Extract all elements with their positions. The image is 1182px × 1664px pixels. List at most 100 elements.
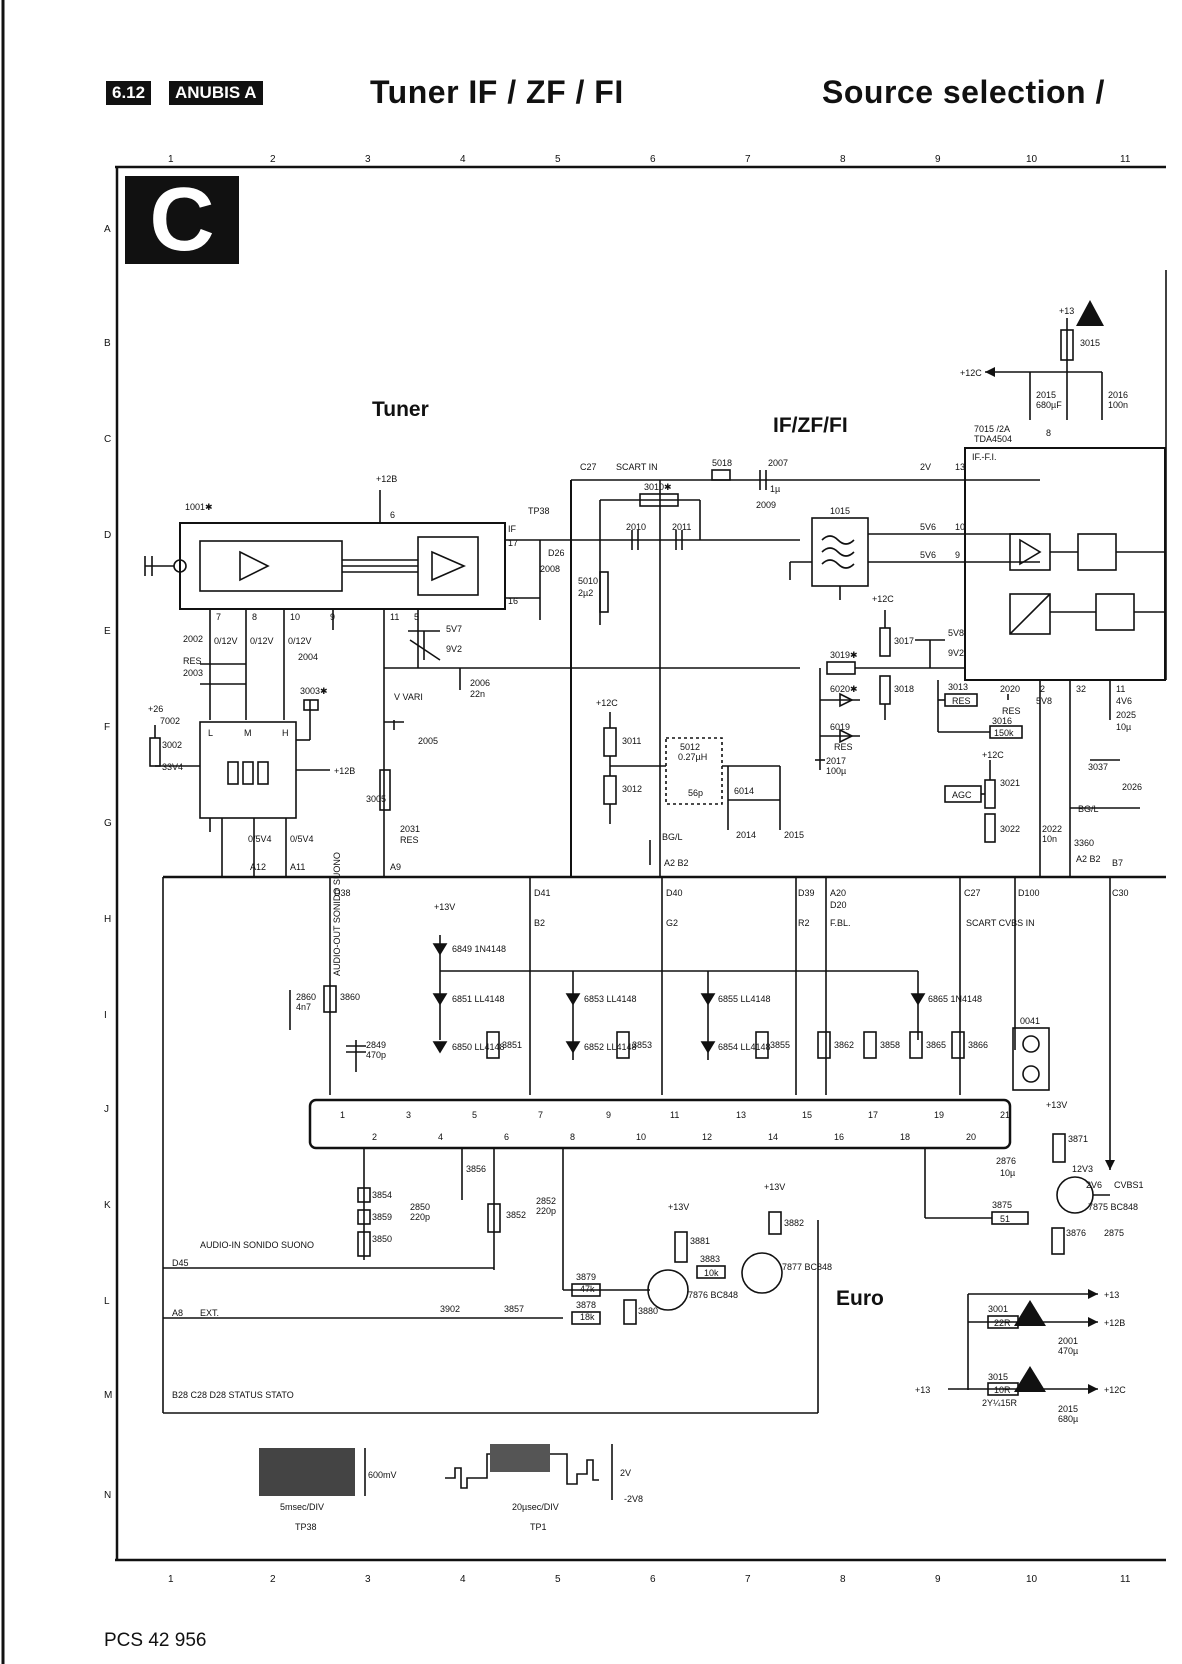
tuner-supply-label: +12B (376, 474, 397, 484)
bus-net-label: A20 (830, 888, 846, 898)
resistor-value: 47k (580, 1284, 595, 1294)
diode-label: 6020✱ (830, 684, 858, 694)
net-label: D45 (172, 1258, 189, 1268)
resistor-label: 3854 (372, 1190, 392, 1200)
supply-label: +13 (915, 1385, 930, 1395)
voltage-label: 5V6 (920, 550, 936, 560)
voltage-label: 0/5V4 (248, 834, 272, 844)
capacitor-label: 2016 (1108, 390, 1128, 400)
resistor-label: 3855 (770, 1040, 790, 1050)
resistor-label: 3011 (622, 736, 641, 746)
scart-pin-label: 15 (802, 1110, 812, 1120)
page-title-continued: Source selection / (822, 74, 1105, 110)
diode-label: 6853 LL4148 (584, 994, 637, 1004)
grid-col-label: 1 (168, 1574, 174, 1585)
transistor-label: 7875 BC848 (1088, 1202, 1138, 1212)
res-label: RES (183, 656, 202, 666)
capacitor-label: 2025 (1116, 710, 1136, 720)
capacitor-label: 2015 (1036, 390, 1056, 400)
grid-col-label: 8 (840, 1574, 846, 1585)
resistor-label: 3871 (1068, 1134, 1088, 1144)
connector-label: A2 B2 (664, 858, 689, 868)
capacitor-value: 470µ (1058, 1346, 1078, 1356)
capacitor-label: 2008 (540, 564, 560, 574)
scart-pin-label: 10 (636, 1132, 646, 1142)
voltage-label: 9V2 (948, 648, 964, 658)
pin-label: 6 (390, 510, 395, 520)
resistor-label: 3015 (988, 1372, 1008, 1382)
pin-label: 10 (955, 522, 965, 532)
pin-label: 17 (508, 538, 518, 548)
inductor-value: 0.27µH (678, 752, 707, 762)
bus-net-label: C30 (1112, 888, 1129, 898)
transistor-label: 7876 BC848 (688, 1290, 738, 1300)
bus-net-label: D40 (666, 888, 683, 898)
grid-col-label: 9 (935, 1574, 941, 1585)
grid-col-label: 7 (745, 1574, 751, 1585)
grid-row-label: A (104, 224, 111, 235)
bus-sub-label: F.BL. (830, 918, 851, 928)
capacitor-value: 470p (366, 1050, 386, 1060)
cvbs1-label: CVBS1 (1114, 1180, 1144, 1190)
diode-label: 6850 LL4148 (452, 1042, 505, 1052)
resistor-label: 3880 (638, 1306, 658, 1316)
resistor-label: 3882 (784, 1218, 804, 1228)
voltage-label: 5V7 (446, 624, 462, 634)
capacitor-label: 2022 (1042, 824, 1062, 834)
pin-label: 32 (1076, 684, 1086, 694)
scart-pin-label: 8 (570, 1132, 575, 1142)
net-label: D26 (548, 548, 565, 558)
grid-col-label: 3 (365, 1574, 371, 1585)
diode-label: 6865 1N4148 (928, 994, 982, 1004)
scope-amplitude: -2V8 (624, 1494, 643, 1504)
scart-pin-label: 19 (934, 1110, 944, 1120)
connector-label: A11 (290, 862, 305, 872)
scart-pin-label: 7 (538, 1110, 543, 1120)
capacitor-value: 10µ (1116, 722, 1131, 732)
scope-testpoint: TP1 (530, 1522, 547, 1532)
grid-col-label: 6 (650, 154, 656, 165)
pin-label: 9 (330, 612, 335, 622)
resistor-label: 3857 (504, 1304, 524, 1314)
grid-row-label: J (104, 1104, 109, 1115)
diode-label: 6849 1N4148 (452, 944, 506, 954)
resistor-label: 3883 (700, 1254, 720, 1264)
resistor-label: 3875 (992, 1200, 1012, 1210)
resistor-label: 3037 (1088, 762, 1108, 772)
capacitor-value: 22n (470, 689, 485, 699)
res-label: RES (400, 835, 419, 845)
grid-col-label: 7 (745, 154, 751, 165)
pin-label: M (244, 728, 252, 738)
voltage-label: 2V (920, 462, 931, 472)
resistor-label: 3017 (894, 636, 914, 646)
supply-label: +26 (148, 704, 163, 714)
grid-row-label: M (104, 1390, 112, 1401)
diode-label: 6851 LL4148 (452, 994, 505, 1004)
grid-col-label: 10 (1026, 1574, 1038, 1585)
inductor-label: 5018 (712, 458, 732, 468)
vvari-label: V VARI (394, 692, 423, 702)
resistor-label: 3012 (622, 784, 642, 794)
diode-label: 6854 LL4148 (718, 1042, 771, 1052)
pin-label: H (282, 728, 289, 738)
capacitor-label: 2010 (626, 522, 646, 532)
grid-row-label: F (104, 722, 110, 733)
bus-sub-label: B2 (534, 918, 545, 928)
resistor-label: 3876 (1066, 1228, 1086, 1238)
res-label: RES (1002, 706, 1021, 716)
grid-row-label: C (104, 434, 111, 445)
capacitor-value: 10n (1042, 834, 1057, 844)
resistor-value: 18k (580, 1312, 595, 1322)
scart-pin-label: 9 (606, 1110, 611, 1120)
scart-in-label: SCART IN (616, 462, 658, 472)
bus-sub-label: D20 (830, 900, 847, 910)
euro-section-label: Euro (836, 1287, 884, 1310)
pin-label: 16 (508, 596, 518, 606)
pin-label: 8 (252, 612, 257, 622)
capacitor-label: 2860 (296, 992, 316, 1002)
resistor-label: 3013 (948, 682, 968, 692)
net-label: B7 (1112, 858, 1123, 868)
capacitor-label: 2876 (996, 1156, 1016, 1166)
pin-label: 9 (955, 550, 960, 560)
capacitor-label: 2850 (410, 1202, 430, 1212)
